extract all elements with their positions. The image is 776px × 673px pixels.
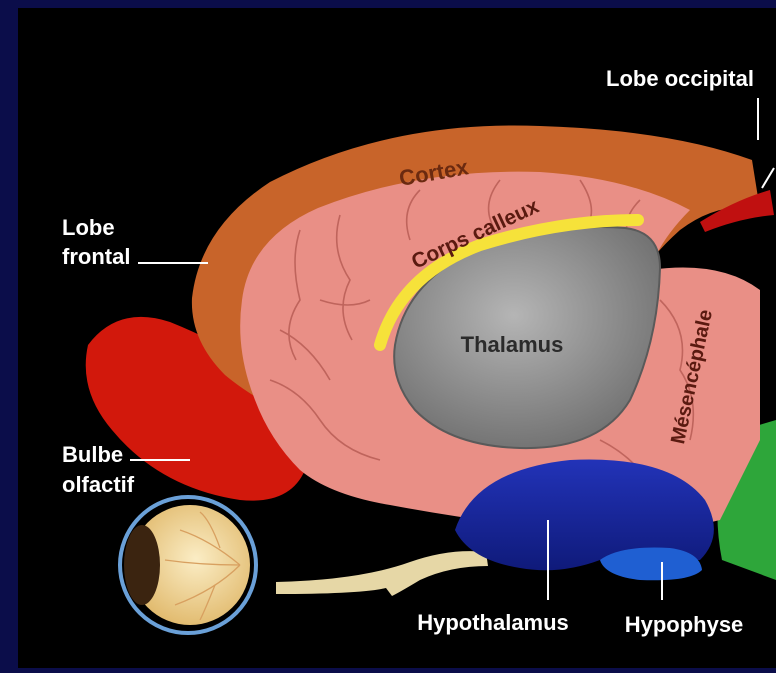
label-bulbe-1: Bulbe (62, 442, 123, 467)
label-lobe-frontal-1: Lobe (62, 215, 115, 240)
label-hypophyse: Hypophyse (625, 612, 744, 637)
eye-iris (124, 525, 160, 605)
label-hypothalamus: Hypothalamus (417, 610, 569, 635)
label-lobe-occipital: Lobe occipital (606, 66, 754, 91)
label-bulbe-2: olfactif (62, 472, 135, 497)
label-lobe-frontal-2: frontal (62, 244, 130, 269)
label-thalamus: Thalamus (461, 332, 564, 357)
